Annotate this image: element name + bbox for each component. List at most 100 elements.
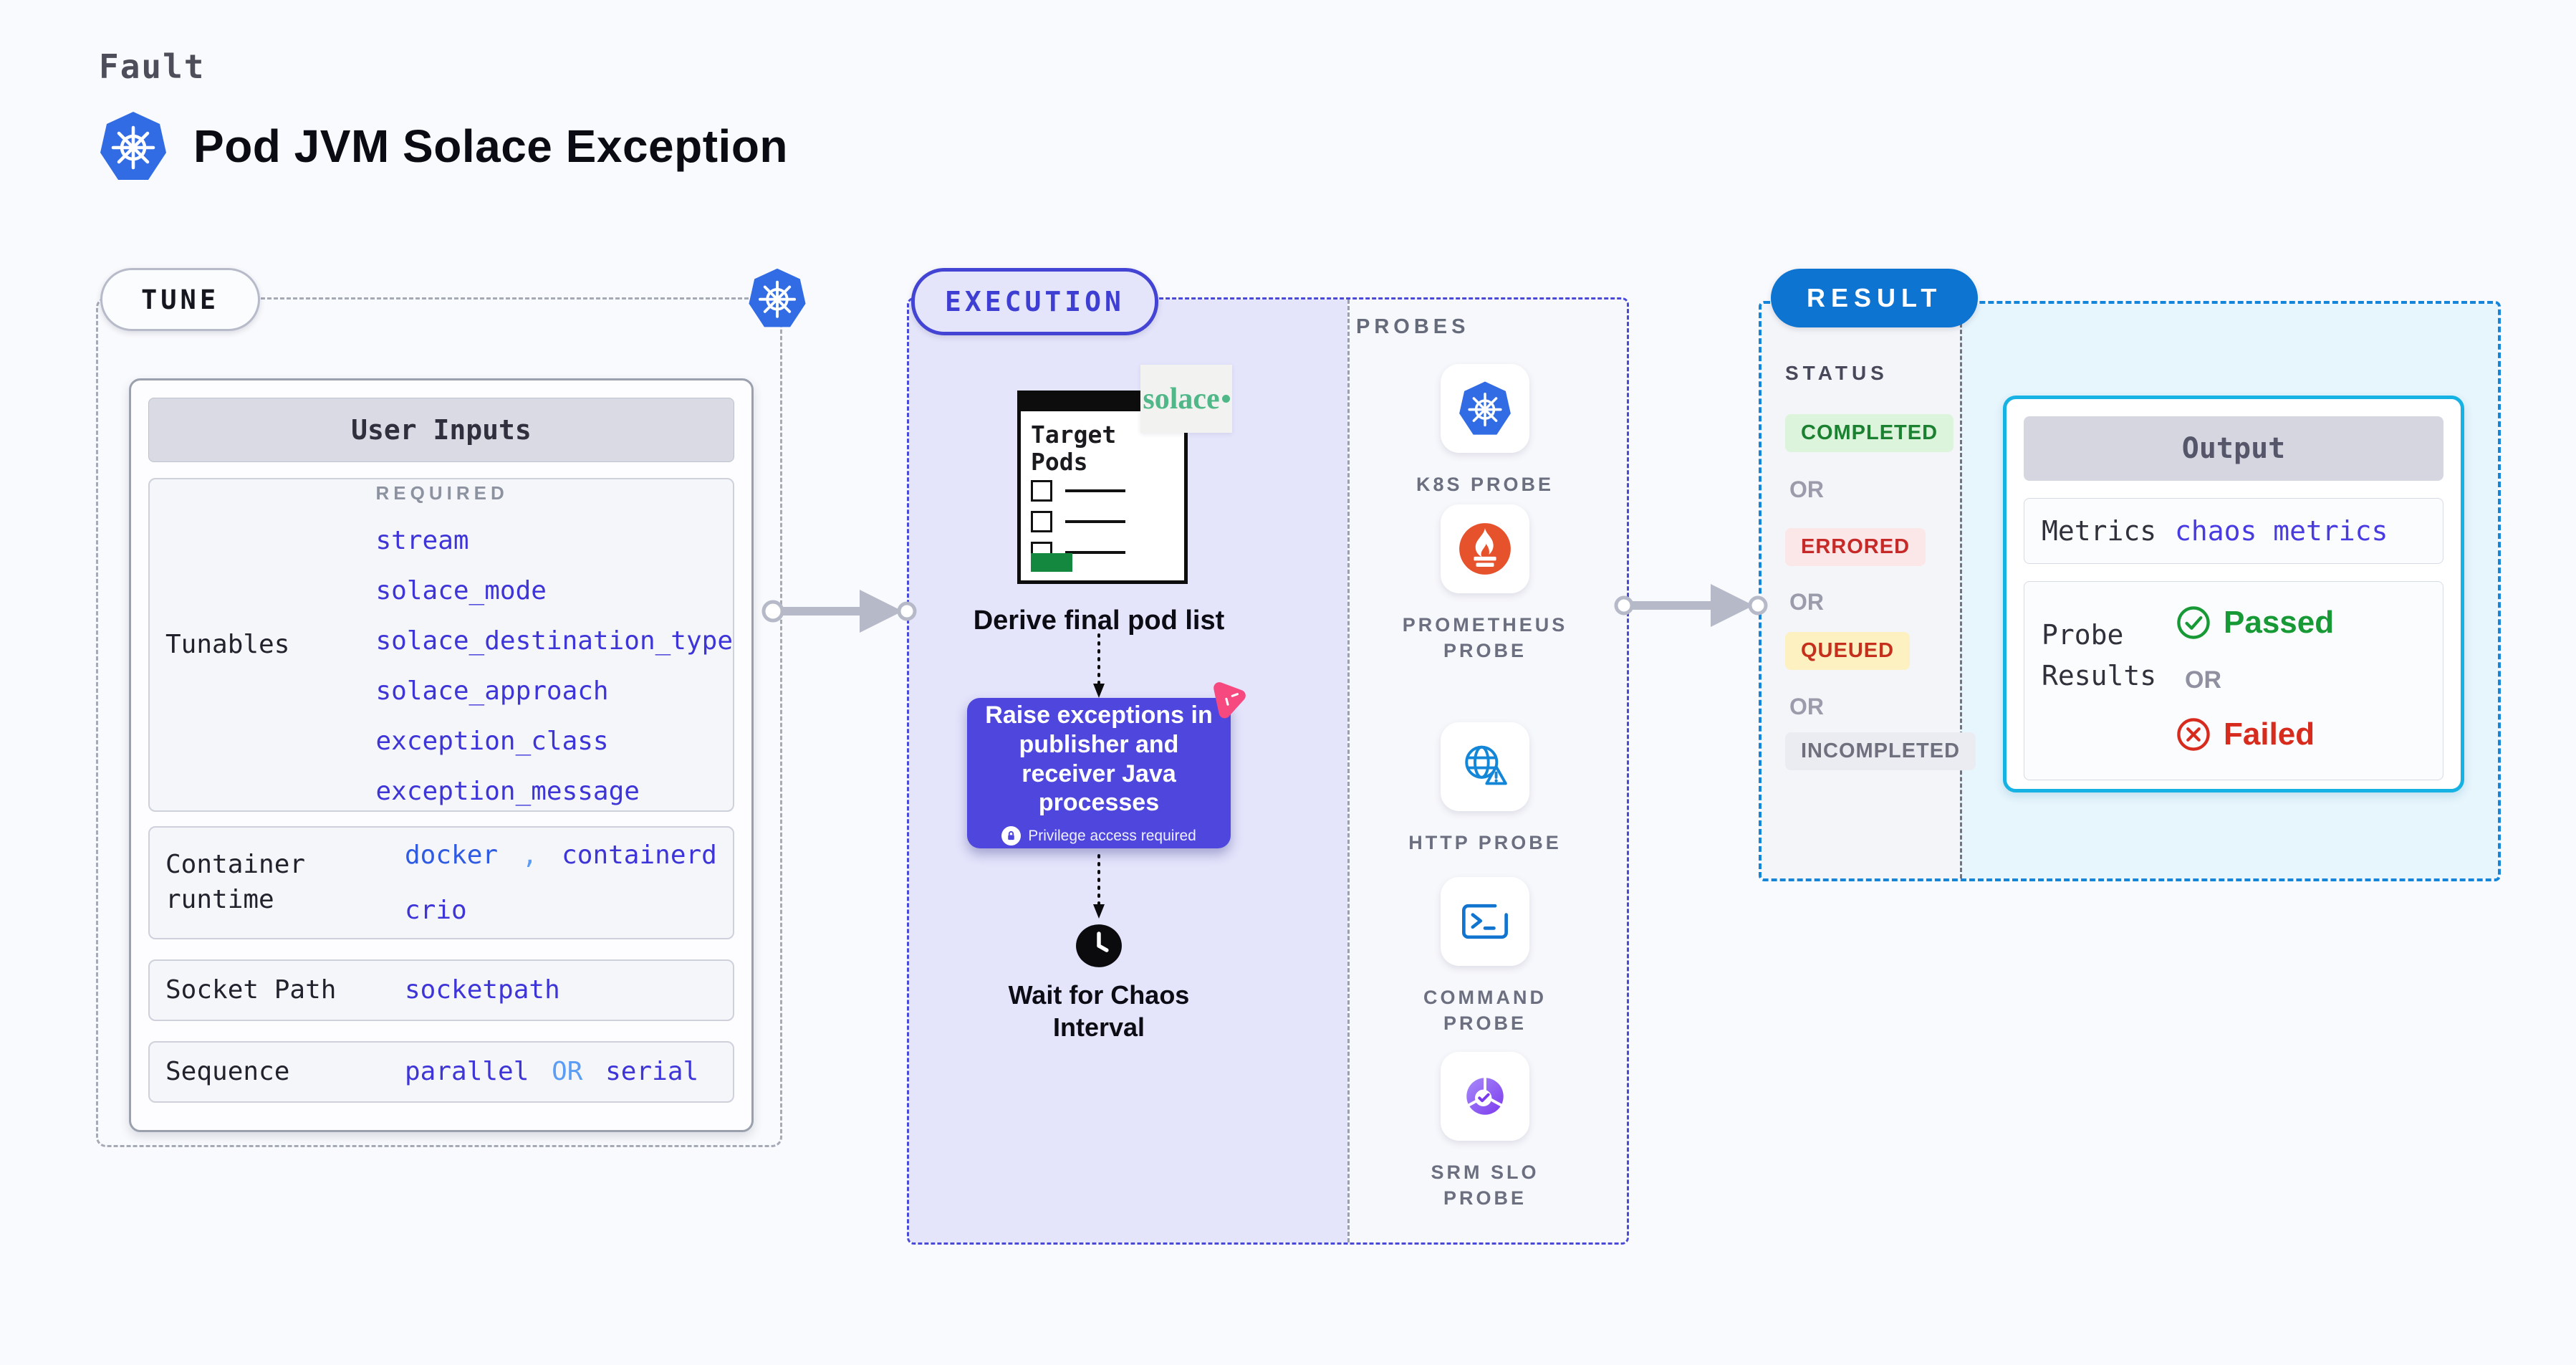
solace-wordmark: solace <box>1143 382 1220 416</box>
probe-item-prometheus: PROMETHEUS PROBE <box>1403 504 1567 664</box>
execution-badge: EXECUTION <box>911 268 1158 335</box>
runtime-docker: docker <box>405 840 499 870</box>
probe-label: SRM SLO PROBE <box>1431 1162 1539 1210</box>
or-label: OR <box>2185 666 2221 694</box>
derive-pod-list-label: Derive final pod list <box>973 605 1225 636</box>
page-title: Pod JVM Solace Exception <box>193 120 788 172</box>
kubernetes-icon <box>97 109 169 183</box>
socket-path-row: Socket Path socketpath <box>148 959 734 1021</box>
or-label: OR <box>1789 694 1824 719</box>
clock-icon <box>1076 924 1122 967</box>
runtime-containerd: containerd <box>562 840 717 870</box>
probe-card <box>1441 877 1529 966</box>
container-runtime-label: Container runtime <box>165 850 306 914</box>
flow-arrow-probes-to-result <box>1614 584 1768 627</box>
runtime-separator: , <box>522 840 538 870</box>
solace-dot-icon <box>1221 395 1230 403</box>
socket-path-value: socketpath <box>405 975 560 1005</box>
chaos-action-box: Raise exceptions in publisher and receiv… <box>967 698 1231 848</box>
tunables-values: REQUIRED stream solace_mode solace_desti… <box>376 482 734 807</box>
solace-logo: solace <box>1140 365 1232 433</box>
probe-label: HTTP PROBE <box>1408 832 1562 853</box>
or-label: OR <box>1789 589 1824 615</box>
probe-item-k8s: K8S PROBE <box>1403 364 1567 497</box>
metrics-row: Metrics chaos metrics <box>2024 498 2443 564</box>
kubernetes-icon <box>746 267 808 330</box>
passed-outcome: Passed <box>2176 605 2334 641</box>
probe-results-row: Probe Results Passed OR Failed <box>2024 581 2443 780</box>
tunable-item: stream <box>375 525 469 555</box>
probe-label: K8S PROBE <box>1416 474 1554 495</box>
tune-badge: TUNE <box>100 268 261 331</box>
tunables-label: Tunables <box>165 629 290 659</box>
probe-card <box>1441 1052 1529 1141</box>
tunable-item: solace_mode <box>375 575 547 605</box>
title-row: Pod JVM Solace Exception <box>97 109 788 183</box>
wait-chaos-interval-label: Wait for Chaos Interval <box>1008 980 1190 1042</box>
checkbox-icon <box>1031 480 1052 502</box>
privilege-row: Privilege access required <box>1001 826 1196 846</box>
checkbox-icon <box>1031 511 1052 532</box>
list-line <box>1065 489 1125 492</box>
http-globe-alert-icon <box>1465 745 1507 785</box>
fault-kicker: Fault <box>99 47 206 86</box>
probe-item-http: HTTP PROBE <box>1403 722 1567 856</box>
status-badge-incompleted: INCOMPLETED <box>1785 732 1976 770</box>
status-label: STATUS <box>1785 362 1888 384</box>
chaos-pink-icon <box>1213 682 1246 719</box>
tunable-item: exception_class <box>375 727 609 757</box>
execution-probes-divider <box>1347 300 1350 1242</box>
result-badge: RESULT <box>1771 269 1979 327</box>
sequence-serial: serial <box>605 1057 699 1087</box>
user-inputs-header: User Inputs <box>148 398 734 462</box>
tunable-item: exception_message <box>375 777 640 807</box>
probe-card <box>1441 504 1529 593</box>
probes-column-label: PROBES <box>1356 315 1470 338</box>
tunable-item: solace_destination_type <box>375 626 734 656</box>
tunable-item: solace_approach <box>375 676 609 707</box>
runtime-crio: crio <box>405 896 467 925</box>
probe-label: COMMAND PROBE <box>1423 987 1547 1035</box>
probe-item-srm-slo: SRM SLO PROBE <box>1403 1052 1567 1212</box>
raise-exceptions-text: Raise exceptions in publisher and receiv… <box>985 701 1213 817</box>
prometheus-icon <box>1459 523 1511 575</box>
kubernetes-icon <box>1457 380 1513 436</box>
sequence-or: OR <box>552 1057 583 1087</box>
probe-results-label: Probe Results <box>2042 619 2157 691</box>
metrics-value: chaos metrics <box>2175 515 2388 547</box>
x-circle-icon <box>2177 718 2210 751</box>
dotted-arrow-down-icon <box>1093 633 1105 698</box>
required-label: REQUIRED <box>375 482 509 504</box>
passed-label: Passed <box>2224 605 2335 640</box>
flow-arrow-tune-to-execution <box>761 590 917 633</box>
target-pods-title: Target Pods <box>1031 421 1117 476</box>
sequence-row: Sequence parallel OR serial <box>148 1041 734 1103</box>
probe-label: PROMETHEUS PROBE <box>1402 614 1568 662</box>
probe-card <box>1441 364 1529 453</box>
container-runtime-row: Container runtime docker , containerd cr… <box>148 826 734 939</box>
container-runtime-values: docker , containerd crio <box>405 840 717 926</box>
probe-item-command: COMMAND PROBE <box>1403 877 1567 1037</box>
socket-path-label: Socket Path <box>165 974 337 1005</box>
sequence-parallel: parallel <box>405 1057 529 1087</box>
privilege-label: Privilege access required <box>1028 827 1196 844</box>
status-output-divider <box>1960 304 1962 878</box>
status-badge-errored: ERRORED <box>1785 528 1926 566</box>
metrics-label: Metrics <box>2042 515 2157 547</box>
user-inputs-card: User Inputs Tunables REQUIRED stream sol… <box>129 378 754 1132</box>
progress-bar <box>1031 553 1072 572</box>
list-line <box>1065 520 1125 523</box>
output-header: Output <box>2024 416 2443 481</box>
check-circle-icon <box>2177 606 2210 639</box>
status-badge-completed: COMPLETED <box>1785 414 1954 452</box>
tunables-row: Tunables REQUIRED stream solace_mode sol… <box>148 478 734 812</box>
probe-card <box>1441 722 1529 811</box>
or-label: OR <box>1789 476 1824 502</box>
terminal-icon <box>1462 904 1508 939</box>
failed-label: Failed <box>2224 717 2315 752</box>
status-panel <box>1762 304 1960 878</box>
failed-outcome: Failed <box>2176 717 2315 752</box>
output-card: Output Metrics chaos metrics Probe Resul… <box>2003 396 2464 792</box>
list-line <box>1065 551 1125 554</box>
srm-slo-icon <box>1466 1076 1504 1115</box>
